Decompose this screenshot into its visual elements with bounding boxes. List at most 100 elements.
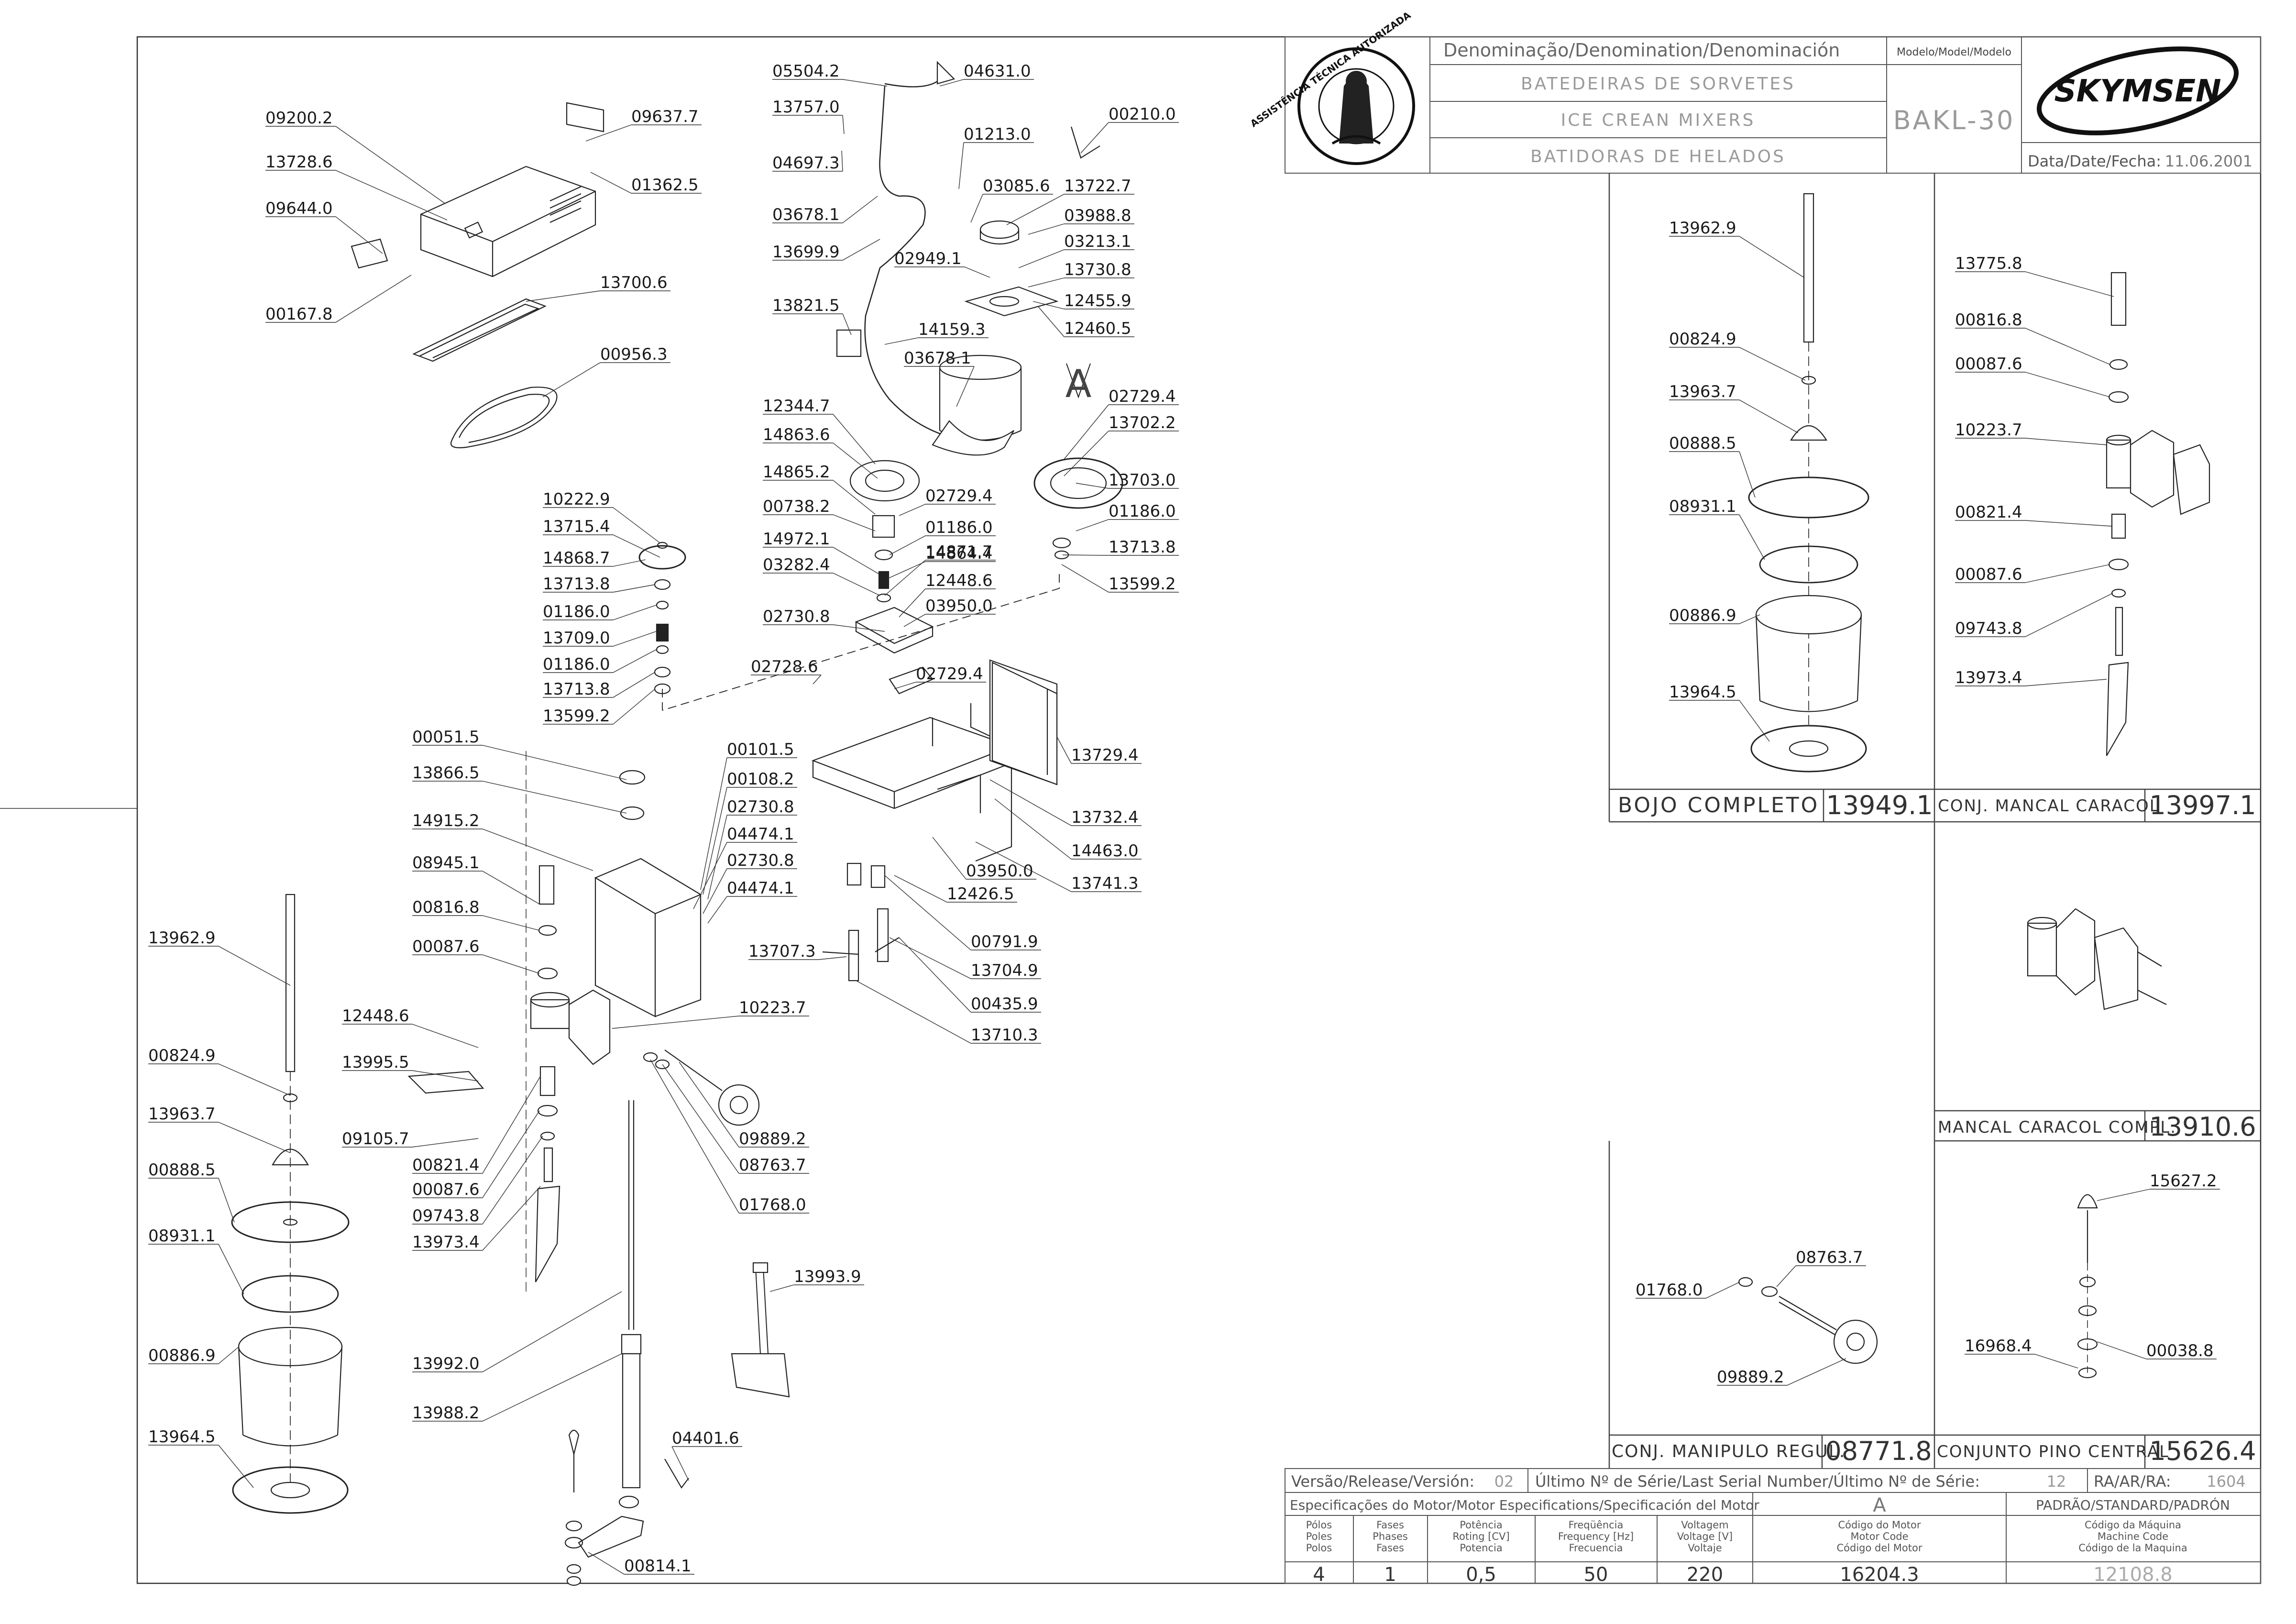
main-leader-line — [218, 1122, 291, 1153]
main-part-number-40: 02729.4 — [916, 664, 983, 684]
caracol-leader-line — [2025, 564, 2110, 583]
left-bowl-assembly — [231, 894, 350, 1514]
spec-column-header: Voltage [V] — [1677, 1531, 1733, 1542]
caracol-part-labels: 13775.800816.800087.610223.700821.400087… — [1955, 254, 2114, 687]
pino-leader-line — [2097, 1189, 2150, 1201]
main-leader-line — [842, 115, 845, 134]
main-leader-line — [613, 672, 656, 698]
main-part-number-101: 08931.1 — [148, 1226, 216, 1246]
main-leader-line — [482, 954, 540, 974]
main-part-number-73: 13713.8 — [543, 680, 610, 699]
brand-logo: SKYMSEN — [2036, 46, 2239, 135]
manipulo-part-number-3: 09889.2 — [1717, 1368, 1784, 1387]
main-leader-line — [671, 1446, 689, 1481]
main-part-number-34: 03282.4 — [763, 555, 830, 574]
main-leader-line — [833, 547, 879, 574]
main-leader-line — [932, 837, 967, 880]
main-leader-line — [958, 142, 964, 189]
spec-column-header: Roting [CV] — [1452, 1531, 1509, 1542]
main-leader-line — [1076, 483, 1109, 489]
caracol-part-number-2: 00816.8 — [1955, 310, 2022, 330]
main-leader-line — [482, 1136, 543, 1225]
main-part-number-63: 00167.8 — [265, 305, 333, 324]
main-part-number-18: 14159.3 — [918, 320, 986, 339]
main-part-number-43: 00108.2 — [727, 770, 794, 789]
main-leader-line — [703, 787, 727, 895]
date-value: 11.06.2001 — [2165, 152, 2252, 170]
pino-part-number-1: 15627.2 — [2150, 1171, 2217, 1191]
gearbox-housing — [594, 770, 702, 1017]
main-part-number-84: 10223.7 — [739, 998, 806, 1017]
caracol-part-number-4: 10223.7 — [1955, 420, 2022, 440]
main-leader-line — [482, 915, 540, 931]
manipulo-caption-code: 08771.8 — [1825, 1436, 1932, 1466]
main-part-number-19: 03678.1 — [904, 349, 971, 368]
main-part-number-41: 13729.4 — [1071, 746, 1139, 765]
bojo-part-number-5: 08931.1 — [1669, 497, 1736, 516]
bojo-caption-code: 13949.1 — [1826, 790, 1933, 820]
scraper-blade — [407, 1071, 484, 1094]
main-leader-line — [899, 937, 971, 1013]
spec-column-header: Motor Code — [1850, 1531, 1908, 1542]
manipulo-caption-label: CONJ. MANIPULO REGUL. — [1612, 1442, 1846, 1461]
spec-value: 1 — [1384, 1564, 1396, 1586]
main-part-number-53: 00791.9 — [971, 932, 1038, 951]
handwheel — [643, 1050, 760, 1126]
main-leader-line — [482, 1110, 540, 1198]
main-leader-line — [679, 1061, 739, 1148]
pino-leader-line — [2034, 1354, 2078, 1369]
main-leader-line — [542, 362, 601, 398]
main-part-number-55: 13704.9 — [971, 961, 1038, 980]
caracol-part-number-1: 13775.8 — [1955, 254, 2022, 273]
motor-ref: A — [1873, 1494, 1886, 1516]
main-leader-line — [613, 631, 657, 647]
main-part-number-80: 00087.6 — [412, 937, 480, 956]
main-leader-line — [956, 366, 975, 407]
main-leader-line — [889, 937, 971, 979]
caracol-leader-line — [2025, 679, 2107, 686]
mancal-artwork — [2027, 908, 2167, 1010]
main-part-number-81: 12448.6 — [342, 1006, 409, 1026]
main-part-number-9: 13722.7 — [1064, 177, 1132, 196]
main-part-number-83: 09105.7 — [342, 1129, 409, 1149]
main-part-number-13: 02949.1 — [894, 249, 962, 268]
main-leader-line — [833, 414, 876, 464]
main-part-number-85: 00821.4 — [412, 1156, 480, 1175]
caracol-caption-label: CONJ. MANCAL CARACOL — [1938, 796, 2160, 816]
main-part-number-88: 13973.4 — [412, 1233, 480, 1252]
main-leader-line — [884, 560, 926, 596]
mancal-caption-label: MANCAL CARACOL COMPL. — [1938, 1118, 2176, 1137]
main-part-number-59: 09637.7 — [631, 107, 699, 126]
main-leader-line — [1006, 194, 1065, 225]
main-leader-line — [335, 170, 448, 221]
main-part-number-96: 00814.1 — [624, 1557, 692, 1576]
product-name-en: ICE CREAN MIXERS — [1561, 110, 1756, 130]
spec-column-header: Frecuencia — [1569, 1542, 1623, 1554]
main-part-number-62: 09644.0 — [265, 199, 333, 218]
main-leader-line — [894, 875, 947, 903]
main-leader-line — [335, 126, 445, 204]
spec-column-header: Código da Máquina — [2085, 1519, 2181, 1531]
spec-column-header: Poles — [1306, 1531, 1332, 1542]
main-part-number-15: 13821.5 — [772, 296, 840, 315]
main-part-number-37: 03950.0 — [925, 597, 993, 616]
spec-column-header: Fases — [1376, 1542, 1404, 1554]
main-part-number-4: 04697.3 — [772, 154, 840, 173]
main-part-number-7: 03678.1 — [772, 205, 840, 224]
caracol-leader-line — [2025, 438, 2107, 445]
main-part-number-94: 13988.2 — [412, 1403, 480, 1423]
caracol-part-number-3: 00087.6 — [1955, 354, 2022, 374]
main-part-number-14: 13730.8 — [1064, 260, 1132, 279]
spec-column-header: Phases — [1373, 1531, 1408, 1542]
main-part-number-97: 13962.9 — [148, 928, 216, 948]
bojo-leader-line — [1739, 700, 1770, 742]
left-bearing-stack — [654, 541, 671, 695]
ra-label: RA/AR/RA: — [2094, 1472, 2171, 1491]
main-part-number-3: 13757.0 — [772, 98, 840, 117]
main-part-number-91: 01768.0 — [739, 1195, 806, 1215]
